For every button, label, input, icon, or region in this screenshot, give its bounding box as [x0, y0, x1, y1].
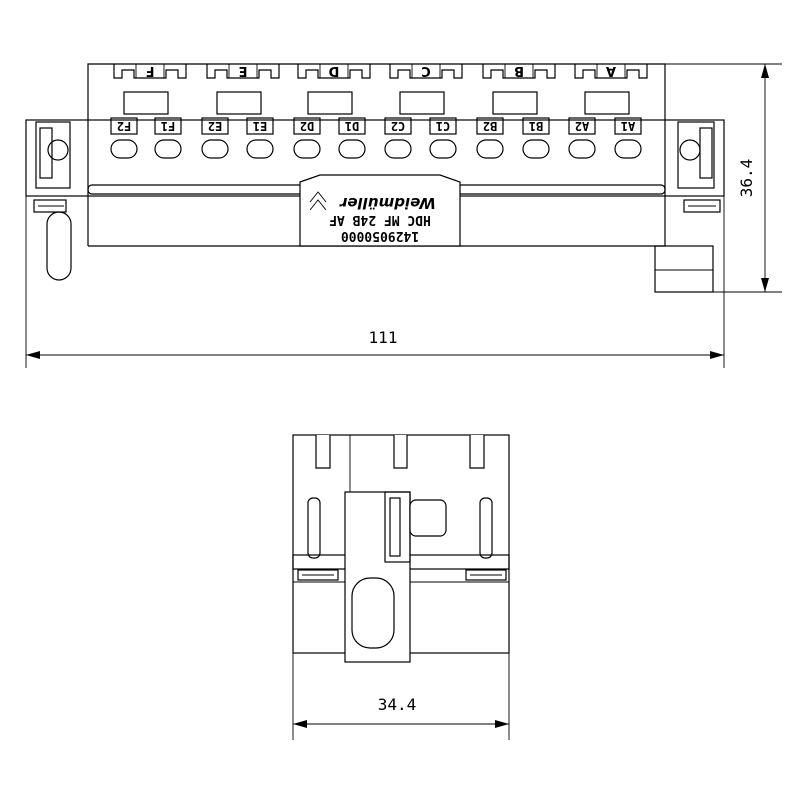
contact-b1: B1 [522, 117, 550, 159]
group-cell-c: C [389, 63, 463, 115]
side-view [292, 434, 510, 663]
contact-hole-b2 [476, 139, 504, 159]
contact-e2: E2 [201, 117, 229, 159]
group-window-d [307, 91, 353, 115]
group-cell-b: B [482, 63, 556, 115]
side-screw-left [297, 497, 339, 581]
contact-hole-f1 [154, 139, 182, 159]
contact-b2: B2 [476, 117, 504, 159]
contact-label-b1: B1 [529, 119, 543, 133]
contact-c2: C2 [384, 117, 412, 159]
part-number-text: 1429050000 [341, 228, 419, 243]
contact-label-d1: D1 [345, 119, 359, 133]
contact-hole-a2 [568, 139, 596, 159]
group-label-b: B [514, 63, 524, 78]
contact-label-f2: F2 [117, 119, 131, 133]
contact-hole-d1 [338, 139, 366, 159]
label-plate-text: 1429050000 HDC MF 24B AF Weidmüller [309, 191, 436, 243]
contact-d2: D2 [293, 117, 321, 159]
contact-label-e2: E2 [208, 119, 222, 133]
contact-label-b2: B2 [483, 119, 497, 133]
group-label-c: C [421, 63, 431, 78]
group-cell-d: D [297, 63, 371, 115]
contact-label-f1: F1 [161, 119, 175, 133]
dimension-height: 36.4 [665, 63, 782, 293]
contact-d1: D1 [338, 117, 366, 159]
contact-e1: E1 [246, 117, 274, 159]
dimension-width-side: 34.4 [292, 653, 510, 740]
group-cell-a: A [574, 63, 648, 115]
contact-label-e1: E1 [253, 119, 267, 133]
group-window-a [584, 91, 630, 115]
group-window-b [492, 91, 538, 115]
contact-label-d2: D2 [300, 119, 314, 133]
right-latch [654, 121, 721, 293]
group-window-e [216, 91, 262, 115]
contact-f2: F2 [110, 117, 138, 159]
group-window-c [399, 91, 445, 115]
group-label-d: D [328, 63, 339, 78]
group-window-f [123, 91, 169, 115]
contact-hole-c1 [429, 139, 457, 159]
front-view: F E D C B A F2 F1 E2 E1 D2 D1 C2 C1 B2 B1 A2 A1 14290500… [25, 63, 725, 293]
contact-label-c1: C1 [436, 119, 450, 133]
contact-hole-e1 [246, 139, 274, 159]
contact-a1: A1 [614, 117, 642, 159]
group-label-a: A [606, 63, 616, 78]
side-central-latch [344, 491, 447, 663]
group-cell-e: E [206, 63, 280, 115]
group-label-f: F [146, 63, 155, 78]
left-latch [33, 121, 72, 281]
contact-hole-b1 [522, 139, 550, 159]
group-cell-f: F [113, 63, 187, 115]
contact-hole-c2 [384, 139, 412, 159]
width-side-dimension-label: 34.4 [378, 695, 417, 714]
group-label-e: E [239, 63, 248, 78]
label-plate [299, 174, 461, 247]
contact-hole-f2 [110, 139, 138, 159]
contact-label-a1: A1 [621, 119, 635, 133]
contact-f1: F1 [154, 117, 182, 159]
side-screw-right [465, 497, 507, 581]
brand-logo-icon [309, 191, 327, 211]
height-dimension-label: 36.4 [737, 159, 756, 198]
contact-hole-a1 [614, 139, 642, 159]
model-text: HDC MF 24B AF [329, 212, 431, 227]
contact-hole-e2 [201, 139, 229, 159]
brand-text: Weidmüller [339, 194, 436, 212]
contact-c1: C1 [429, 117, 457, 159]
contact-label-a2: A2 [575, 119, 589, 133]
dimension-width-front: 111 [25, 196, 725, 368]
contact-hole-d2 [293, 139, 321, 159]
contact-cells: F2 F1 E2 E1 D2 D1 C2 C1 B2 B1 A2 A1 [110, 117, 642, 159]
contact-label-c2: C2 [391, 119, 405, 133]
width-front-dimension-label: 111 [369, 328, 398, 347]
contact-a2: A2 [568, 117, 596, 159]
